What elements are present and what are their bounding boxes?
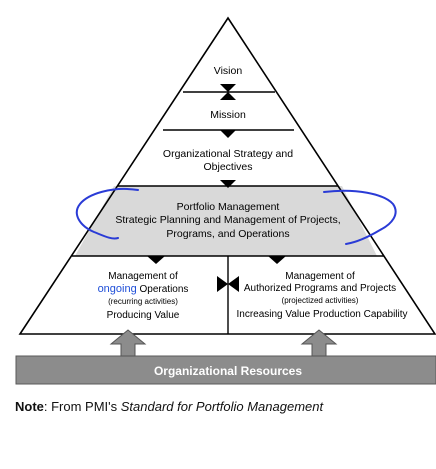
programs-title-line2: Authorized Programs and Projects: [244, 283, 396, 294]
down-arrow-icon: [220, 180, 236, 188]
portfolio-label-line2: Strategic Planning and Management of Pro…: [115, 214, 340, 226]
down-arrow-icon: [220, 130, 236, 138]
source-note: Note: From PMI's Standard for Portfolio …: [15, 399, 435, 414]
vision-label: Vision: [214, 65, 243, 77]
resources-bar: [15, 355, 436, 385]
up-arrow-icon: [300, 329, 338, 357]
portfolio-label-line1: Portfolio Management: [177, 201, 280, 213]
strategy-label-line2: Objectives: [203, 161, 252, 173]
operations-title: Management of: [108, 271, 178, 282]
operations-value: Producing Value: [107, 310, 180, 321]
bowtie-arrow-icon: [228, 276, 239, 292]
up-arrow-icon: [109, 329, 147, 357]
portfolio-label-line3: Programs, and Operations: [166, 228, 289, 240]
hourglass-arrow-icon: [220, 84, 236, 100]
annotation-scribble: [75, 188, 139, 240]
mission-label: Mission: [210, 109, 246, 121]
note-label: Note: [15, 399, 44, 414]
down-arrow-icon: [268, 256, 286, 264]
operations-title-line2: ongoing Operations: [98, 283, 189, 295]
programs-value: Increasing Value Production Capability: [236, 309, 407, 320]
resources-label: Organizational Resources: [154, 364, 302, 378]
operations-word: Operations: [137, 284, 189, 295]
bowtie-arrow-icon: [217, 276, 228, 292]
note-title: Standard for Portfolio Management: [120, 399, 324, 414]
annotation-scribble: [323, 189, 397, 245]
programs-title: Management of: [285, 271, 355, 282]
note-text: : From PMI's: [43, 399, 121, 414]
operations-sub: (recurring activities): [108, 297, 178, 306]
portfolio-band: [75, 186, 377, 256]
programs-sub: (projectized activities): [282, 296, 359, 305]
down-arrow-icon: [147, 256, 165, 264]
strategy-label-line1: Organizational Strategy and: [163, 148, 293, 160]
ongoing-word: ongoing: [98, 283, 137, 295]
